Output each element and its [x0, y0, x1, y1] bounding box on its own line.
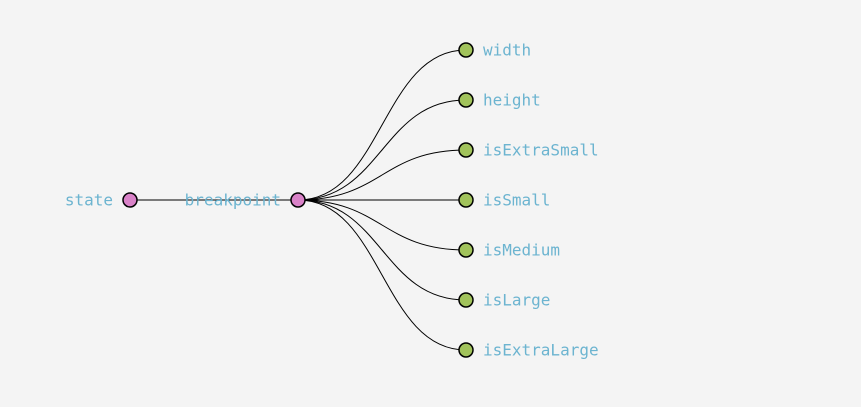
node-width[interactable]: width [458, 41, 531, 60]
height-node-circle[interactable] [458, 92, 474, 108]
node-breakpoint[interactable]: breakpoint [185, 191, 306, 210]
node-state[interactable]: state [65, 191, 138, 210]
node-issmall[interactable]: isSmall [458, 191, 550, 210]
breakpoint-node-circle[interactable] [290, 192, 306, 208]
isextralarge-node-label: isExtraLarge [483, 341, 599, 360]
node-islarge[interactable]: isLarge [458, 291, 550, 310]
ismedium-node-circle[interactable] [458, 242, 474, 258]
width-node-label: width [483, 41, 531, 60]
islarge-node-label: isLarge [483, 291, 550, 310]
isextralarge-node-circle[interactable] [458, 342, 474, 358]
link-breakpoint-ismedium [297, 199, 467, 251]
node-ismedium[interactable]: isMedium [458, 241, 560, 260]
link-breakpoint-width [297, 49, 467, 201]
link-breakpoint-height [297, 99, 467, 201]
issmall-node-circle[interactable] [458, 192, 474, 208]
breakpoint-node-label: breakpoint [185, 191, 281, 210]
tree-nodes: state breakpoint width height isExtraSmall… [65, 41, 599, 360]
link-breakpoint-isextralarge [297, 199, 467, 351]
ismedium-node-label: isMedium [483, 241, 560, 260]
link-breakpoint-islarge [297, 199, 467, 301]
height-node-label: height [483, 91, 541, 110]
width-node-circle[interactable] [458, 42, 474, 58]
isextrasmall-node-label: isExtraSmall [483, 141, 599, 160]
node-isextrasmall[interactable]: isExtraSmall [458, 141, 599, 160]
state-node-circle[interactable] [122, 192, 138, 208]
link-breakpoint-isextrasmall [297, 149, 467, 201]
isextrasmall-node-circle[interactable] [458, 142, 474, 158]
node-isextralarge[interactable]: isExtraLarge [458, 341, 599, 360]
issmall-node-label: isSmall [483, 191, 550, 210]
islarge-node-circle[interactable] [458, 292, 474, 308]
node-height[interactable]: height [458, 91, 541, 110]
tree-links [130, 49, 467, 351]
state-node-label: state [65, 191, 113, 210]
